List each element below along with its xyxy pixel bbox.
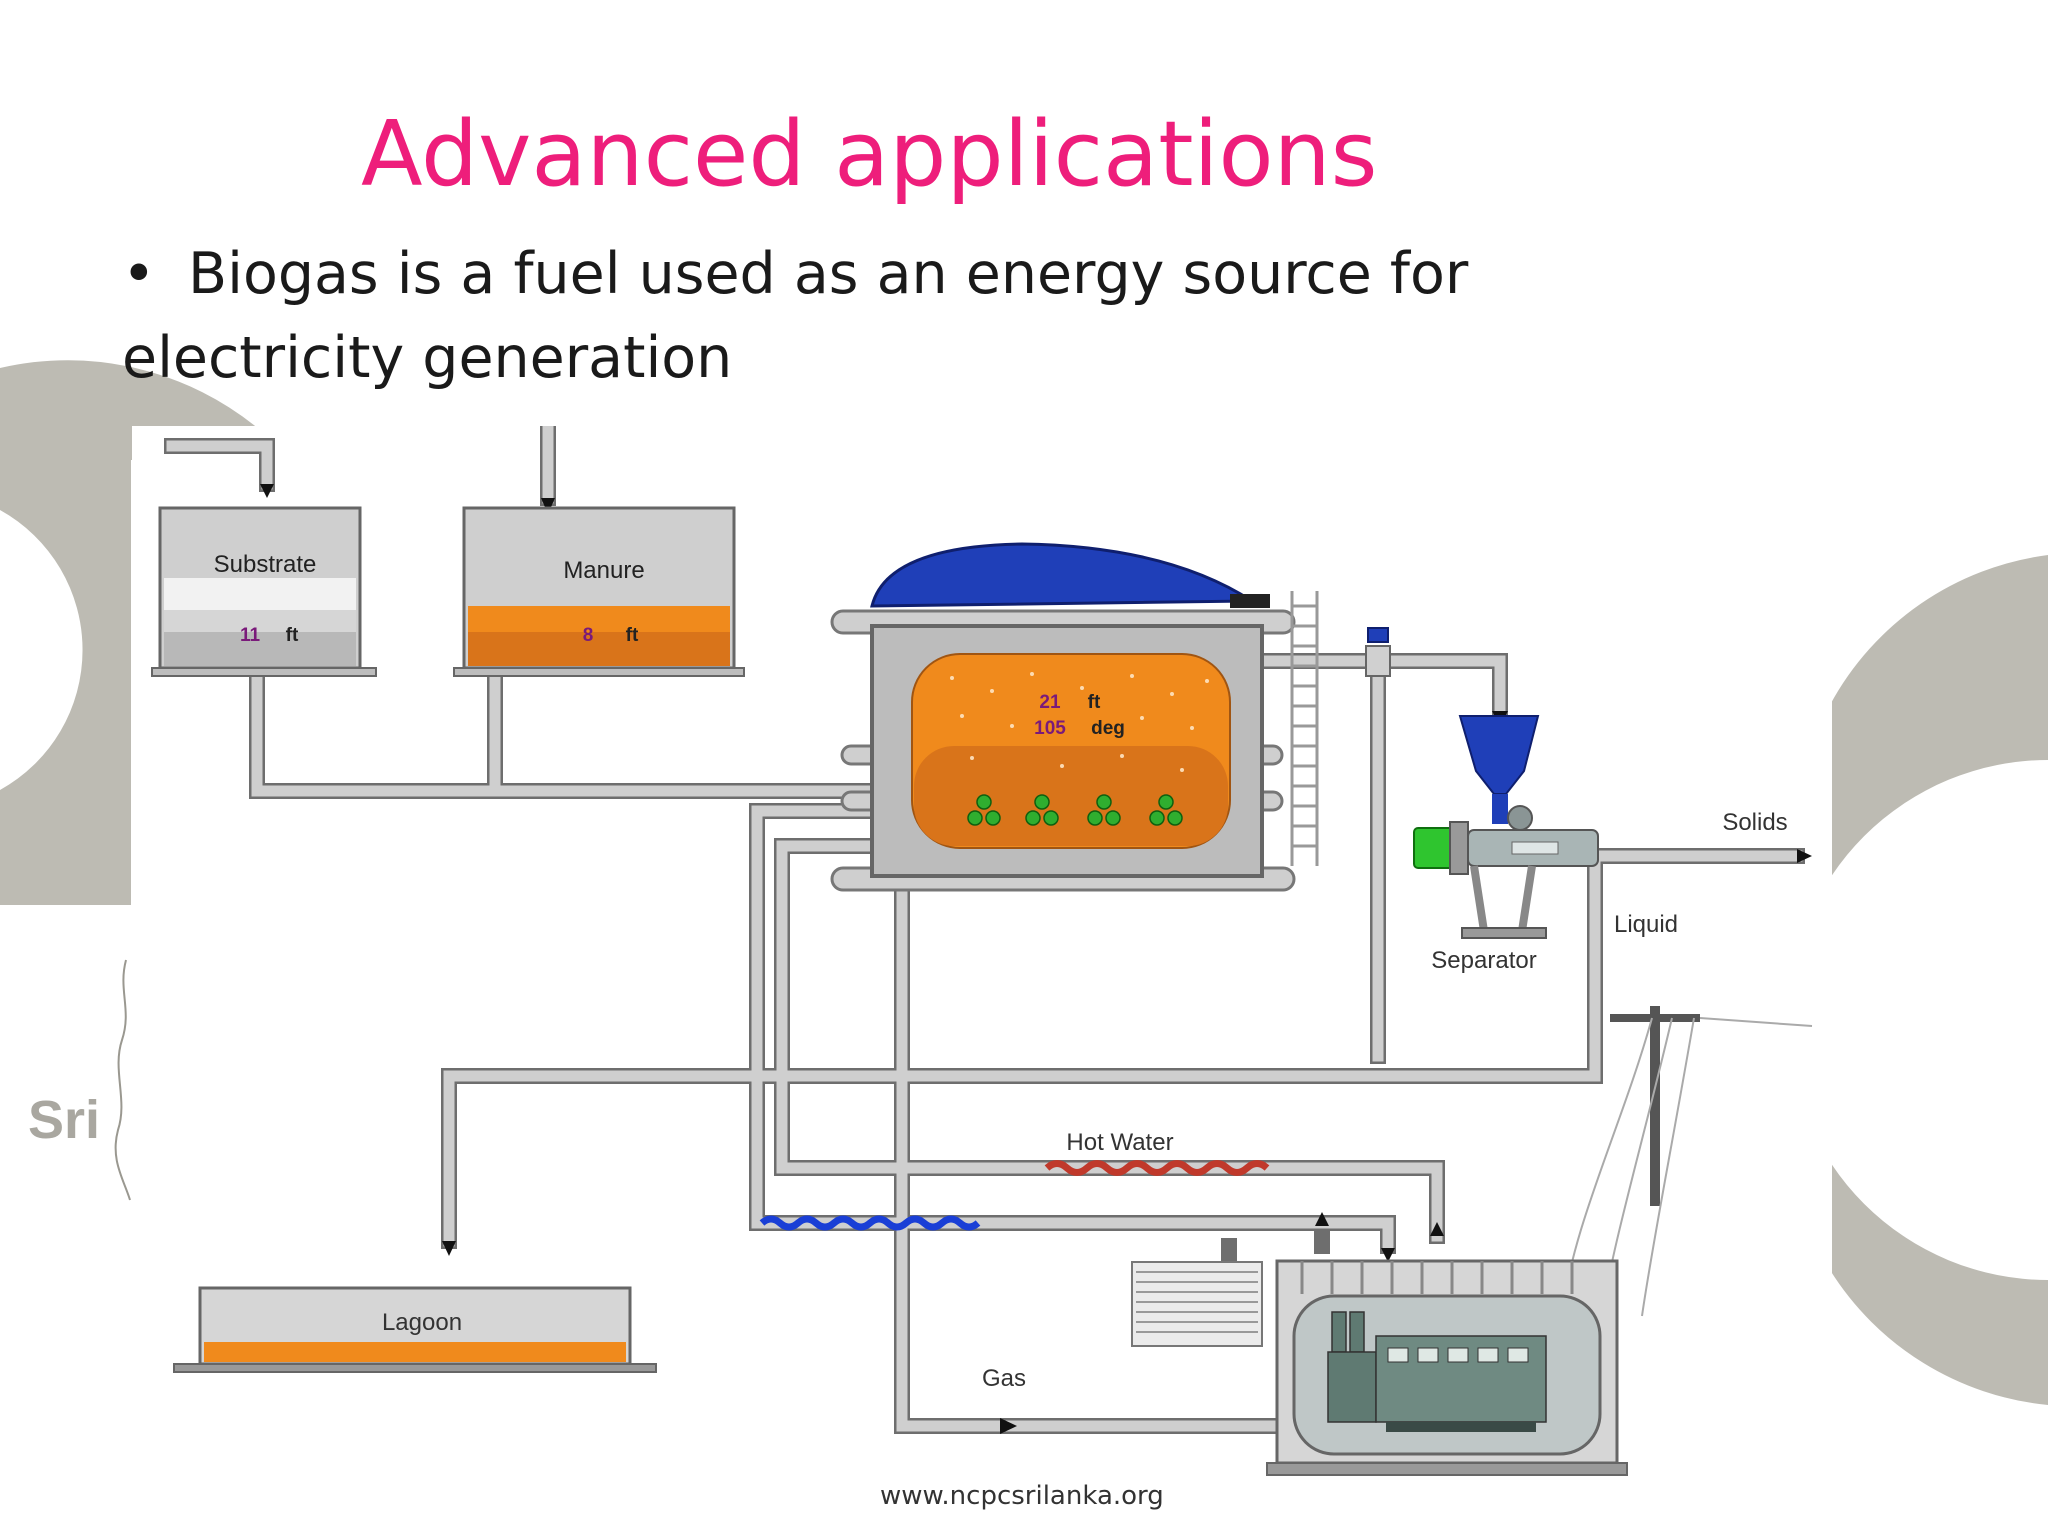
mixer-icons <box>967 794 1183 826</box>
manure-label: Manure <box>563 557 644 584</box>
bullet-body: Biogas is a fuel used as an energy sourc… <box>122 241 1469 391</box>
logo-text: Sri <box>28 1090 100 1150</box>
generator <box>1266 1259 1628 1476</box>
gas-label: Gas <box>982 1365 1026 1392</box>
logo-arc-right <box>1788 555 2048 1405</box>
logo-map-outline <box>114 959 131 1201</box>
substrate-label: Substrate <box>214 551 317 578</box>
hot-water-flow <box>1044 1160 1270 1176</box>
manure-level-value: 8 <box>583 625 594 646</box>
digester-level-value: 21 <box>1039 692 1061 713</box>
substrate-level-unit: ft <box>286 625 299 646</box>
digester-temperature-value: 105 <box>1034 718 1066 739</box>
website-url[interactable]: www.ncpcsrilanka.org <box>880 1481 1164 1511</box>
logo-arc-left <box>0 360 260 905</box>
lagoon-label: Lagoon <box>382 1309 462 1336</box>
manure-tank: Manure 8 ft <box>453 506 745 677</box>
liquid-label: Liquid <box>1614 911 1678 938</box>
digester-ladder <box>1290 591 1319 866</box>
cold-water-flow <box>759 1215 981 1231</box>
separator: Separator <box>1413 715 1599 974</box>
solids-label: Solids <box>1722 809 1787 836</box>
bullet-text: •Biogas is a fuel used as an energy sour… <box>122 232 1762 400</box>
separator-label: Separator <box>1431 947 1536 974</box>
hot-water-label: Hot Water <box>1066 1129 1173 1156</box>
bullet-marker: • <box>122 241 156 307</box>
lagoon: Lagoon <box>173 1286 657 1373</box>
digester-temperature-unit: deg <box>1091 718 1125 739</box>
heat-exchanger <box>1131 1261 1263 1347</box>
substrate-tank: Substrate 11 ft <box>151 506 377 677</box>
digester-level-unit: ft <box>1088 692 1101 713</box>
digester: 21 ft 105 deg <box>830 542 1319 892</box>
slide-title: Advanced applications <box>361 102 1378 207</box>
biogas-process-diagram: Substrate 11 ft Manure 8 ft <box>132 426 1832 1486</box>
substrate-level-value: 11 <box>240 625 261 646</box>
pipes <box>164 426 1805 1434</box>
valve-icon <box>1365 627 1391 677</box>
manure-level-unit: ft <box>626 625 639 646</box>
gas-dome <box>870 542 1257 608</box>
